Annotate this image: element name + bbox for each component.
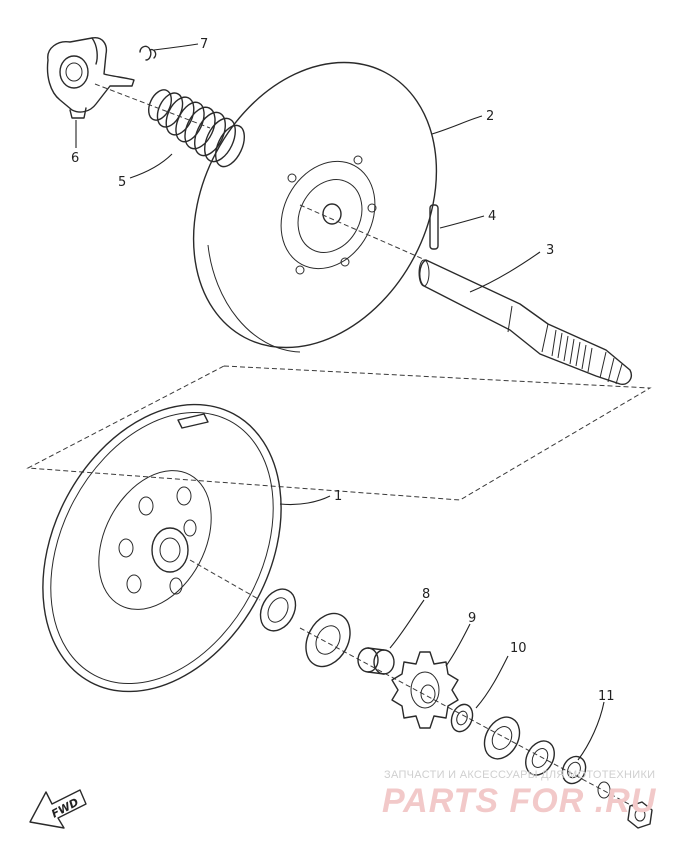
callout-10: 10 [510, 641, 527, 656]
part-5-spring [147, 89, 246, 168]
part-8-collar [357, 647, 395, 675]
axis-line-upper [94, 83, 431, 263]
part-10-washer [450, 703, 474, 733]
callout-5: 5 [118, 175, 126, 190]
assembly-plane [26, 365, 652, 501]
part-9-sprocket [391, 651, 459, 729]
fwd-arrow-icon: FWD [29, 789, 87, 829]
part-1-disc [42, 403, 282, 693]
part-4-pin [429, 204, 439, 250]
callout-7: 7 [200, 37, 208, 52]
watermark-logo: PARTS FOR .RU [382, 782, 657, 820]
callout-6: 6 [71, 151, 79, 166]
bearing-c [483, 716, 521, 760]
part-3-shaft [418, 259, 632, 385]
leader-lines [75, 43, 605, 761]
part-6-bracket [46, 37, 135, 119]
part-2-disc [192, 61, 438, 353]
callout-2: 2 [486, 109, 494, 124]
callout-numbers: 1 2 3 4 5 6 7 8 9 10 11 [71, 37, 615, 704]
callout-3: 3 [546, 243, 554, 258]
callout-8: 8 [422, 587, 430, 602]
bearing-b [305, 612, 351, 668]
fwd-label: FWD [49, 796, 81, 821]
watermark: ЗАПЧАСТИ И АКСЕССУАРЫ ДЛЯ МОТОТЕХНИКИ PA… [382, 769, 657, 820]
bearing-a [259, 588, 297, 632]
callout-9: 9 [468, 611, 476, 626]
part-7-clip [139, 45, 157, 61]
nut [597, 781, 653, 829]
callout-11: 11 [598, 689, 615, 704]
callout-4: 4 [488, 209, 496, 224]
callout-1: 1 [334, 489, 342, 504]
watermark-tagline: ЗАПЧАСТИ И АКСЕССУАРЫ ДЛЯ МОТОТЕХНИКИ [384, 769, 655, 781]
bearing-d [525, 740, 555, 776]
axis-line-lower [189, 559, 641, 811]
